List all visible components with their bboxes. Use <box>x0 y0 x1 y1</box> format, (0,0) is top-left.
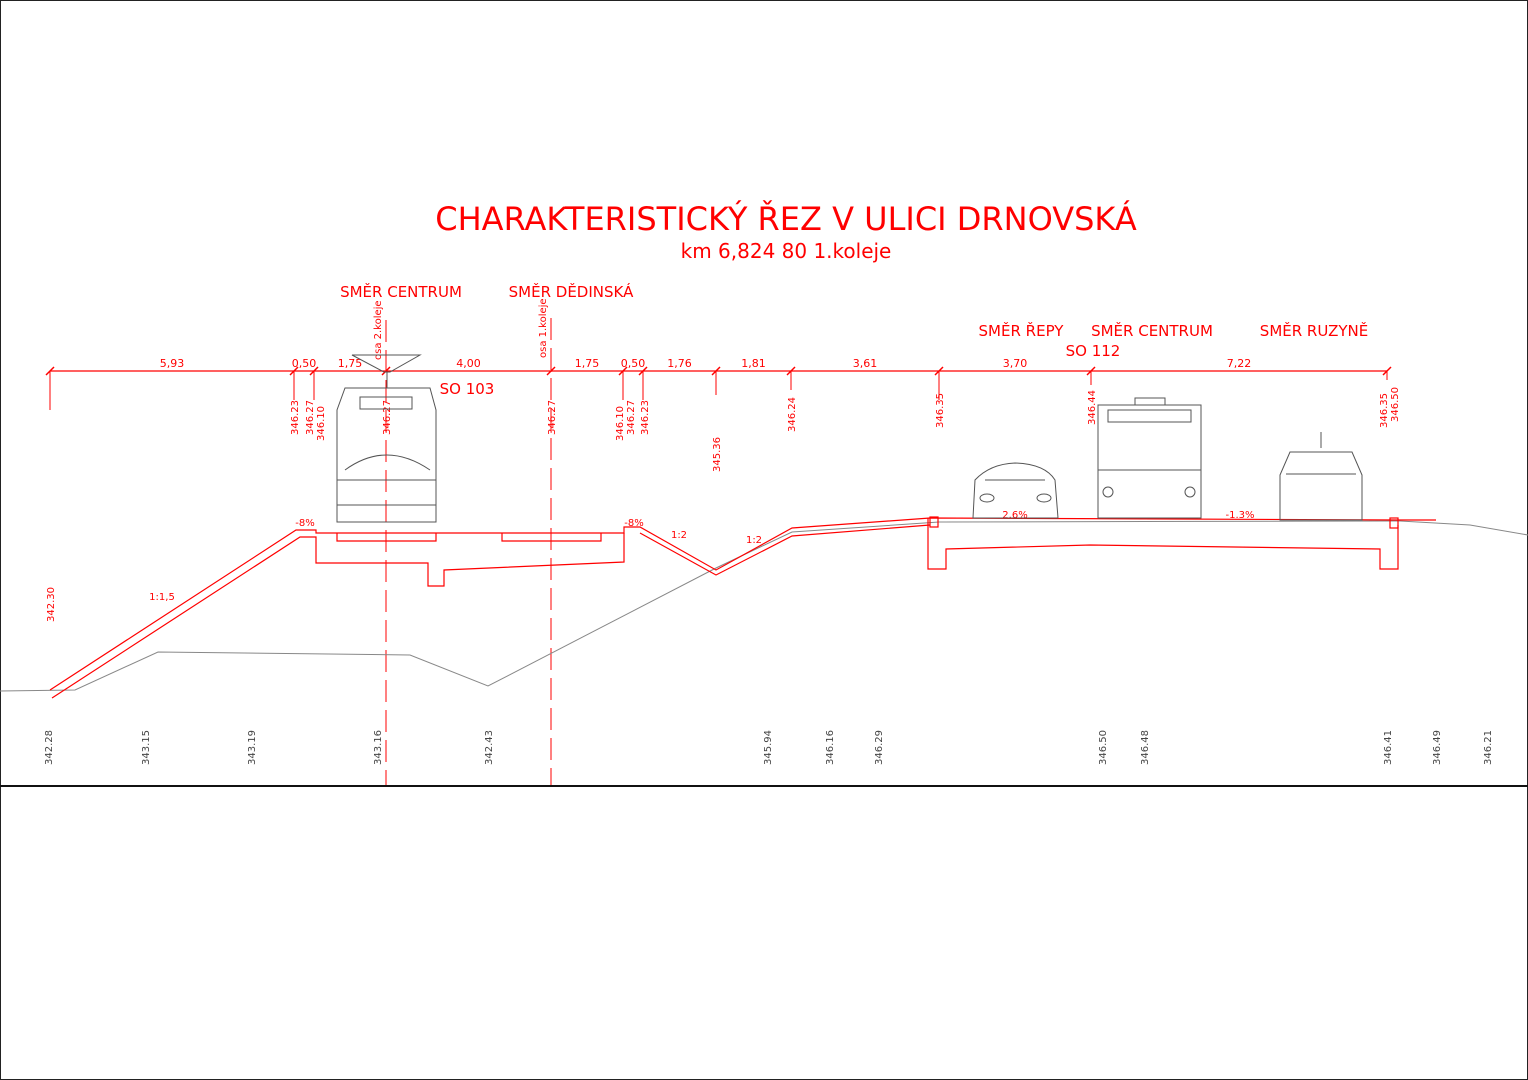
object-label-so103: SO 103 <box>440 380 495 398</box>
terrain-level-value: 346.48 <box>1140 730 1151 765</box>
design-level-value: 346.10 <box>615 406 626 441</box>
terrain-level-value: 346.21 <box>1483 730 1494 765</box>
dimension-tick <box>1086 366 1096 376</box>
terrain-level-value: 346.50 <box>1098 730 1109 765</box>
design-level-value: 346.23 <box>640 400 651 435</box>
suv-icon <box>1279 432 1363 521</box>
drawing-subtitle: km 6,824 80 1.koleje <box>681 239 892 263</box>
dimension-value: 7,22 <box>1227 357 1252 370</box>
design-level-value: 346.10 <box>316 406 327 441</box>
sheet-divider <box>0 785 1528 787</box>
dimension-tick <box>618 366 628 376</box>
dimension-value: 1,75 <box>575 357 600 370</box>
terrain-level-value: 343.15 <box>141 730 152 765</box>
dimension-tick <box>1382 366 1392 376</box>
object-label-so112: SO 112 <box>1066 342 1121 360</box>
design-level-value: 346.44 <box>1087 390 1098 425</box>
direction-label: SMĚR ŘEPY <box>979 321 1065 340</box>
design-level-value: 346.23 <box>290 400 301 435</box>
design-level-value: 346.50 <box>1390 387 1401 422</box>
dimension-value: 3,61 <box>853 357 878 370</box>
existing-terrain-line <box>0 520 1528 692</box>
direction-label: SMĚR CENTRUM <box>1091 321 1213 340</box>
dimension-tick <box>45 366 55 376</box>
design-level-value: 346.35 <box>935 393 946 428</box>
slope-value: -8% <box>624 518 643 529</box>
dimension-value: 0,50 <box>292 357 317 370</box>
dimension-tick <box>711 366 721 376</box>
dimension-value: 3,70 <box>1003 357 1028 370</box>
terrain-level-value: 346.29 <box>874 730 885 765</box>
dimension-tick <box>786 366 796 376</box>
dimension-tick <box>309 366 319 376</box>
design-level-value: 346.27 <box>382 400 393 435</box>
slope-value: -1.3% <box>1225 510 1254 521</box>
slope-value: 1:2 <box>746 535 762 546</box>
car-icon <box>972 462 1059 519</box>
design-level-value: 345.36 <box>712 437 723 472</box>
slope-value: 2.6% <box>1002 510 1027 521</box>
terrain-level-value: 345.94 <box>763 730 774 765</box>
dimension-tick <box>381 366 391 376</box>
design-level-value: 342.30 <box>46 587 57 622</box>
dimension-value: 5,93 <box>160 357 185 370</box>
design-level-value: 346.27 <box>626 400 637 435</box>
dimension-labels: 5,93 0,50 1,75 4,00 1,75 0,50 1,76 1,81 3,61 3,70… <box>45 357 1392 410</box>
dimension-value: 1,76 <box>667 357 692 370</box>
drawing-title: CHARAKTERISTICKÝ ŘEZ V ULICI DRNOVSKÁ <box>435 200 1137 238</box>
terrain-level-value: 342.43 <box>484 730 495 765</box>
design-cross-section <box>49 516 1436 699</box>
track-axis-label: osa 1.koleje <box>538 298 549 358</box>
dimension-value: 1,81 <box>741 357 766 370</box>
direction-labels: SMĚR CENTRUM SMĚR DĚDINSKÁ SMĚR ŘEPY SMĚ… <box>340 282 1368 340</box>
direction-label: SMĚR RUZYNĚ <box>1260 321 1368 340</box>
direction-label: SMĚR DĚDINSKÁ <box>509 282 634 301</box>
dimension-value: 0,50 <box>621 357 646 370</box>
terrain-level-value: 346.49 <box>1432 730 1443 765</box>
terrain-level-value: 343.16 <box>373 730 384 765</box>
design-level-value: 346.24 <box>787 397 798 432</box>
slope-value: 1:1,5 <box>149 592 175 603</box>
terrain-level-value: 343.19 <box>247 730 258 765</box>
dimension-tick <box>638 366 648 376</box>
slope-labels: -8% -8% 1:2 1:2 1:1,5 2.6% -1.3% <box>149 510 1254 603</box>
terrain-level-value: 342.28 <box>44 730 55 765</box>
dimension-value: 1,75 <box>338 357 363 370</box>
dimension-tick <box>289 366 299 376</box>
track-axis-label: osa 2.koleje <box>373 300 384 360</box>
dimension-tick <box>934 366 944 376</box>
dimension-tick <box>546 366 556 376</box>
direction-label: SMĚR CENTRUM <box>340 282 462 301</box>
slope-value: 1:2 <box>671 530 687 541</box>
design-level-value: 346.35 <box>1379 393 1390 428</box>
terrain-level-value: 346.16 <box>825 730 836 765</box>
design-level-value: 346.27 <box>305 400 316 435</box>
tram-icon <box>336 354 437 523</box>
slope-value: -8% <box>295 518 314 529</box>
bus-icon <box>1097 397 1202 519</box>
design-level-value: 346.27 <box>547 400 558 435</box>
dimension-value: 4,00 <box>456 357 481 370</box>
terrain-level-value: 346.41 <box>1383 730 1394 765</box>
terrain-level-labels: 342.28 343.15 343.19 343.16 342.43 345.94 346.… <box>44 730 1494 765</box>
